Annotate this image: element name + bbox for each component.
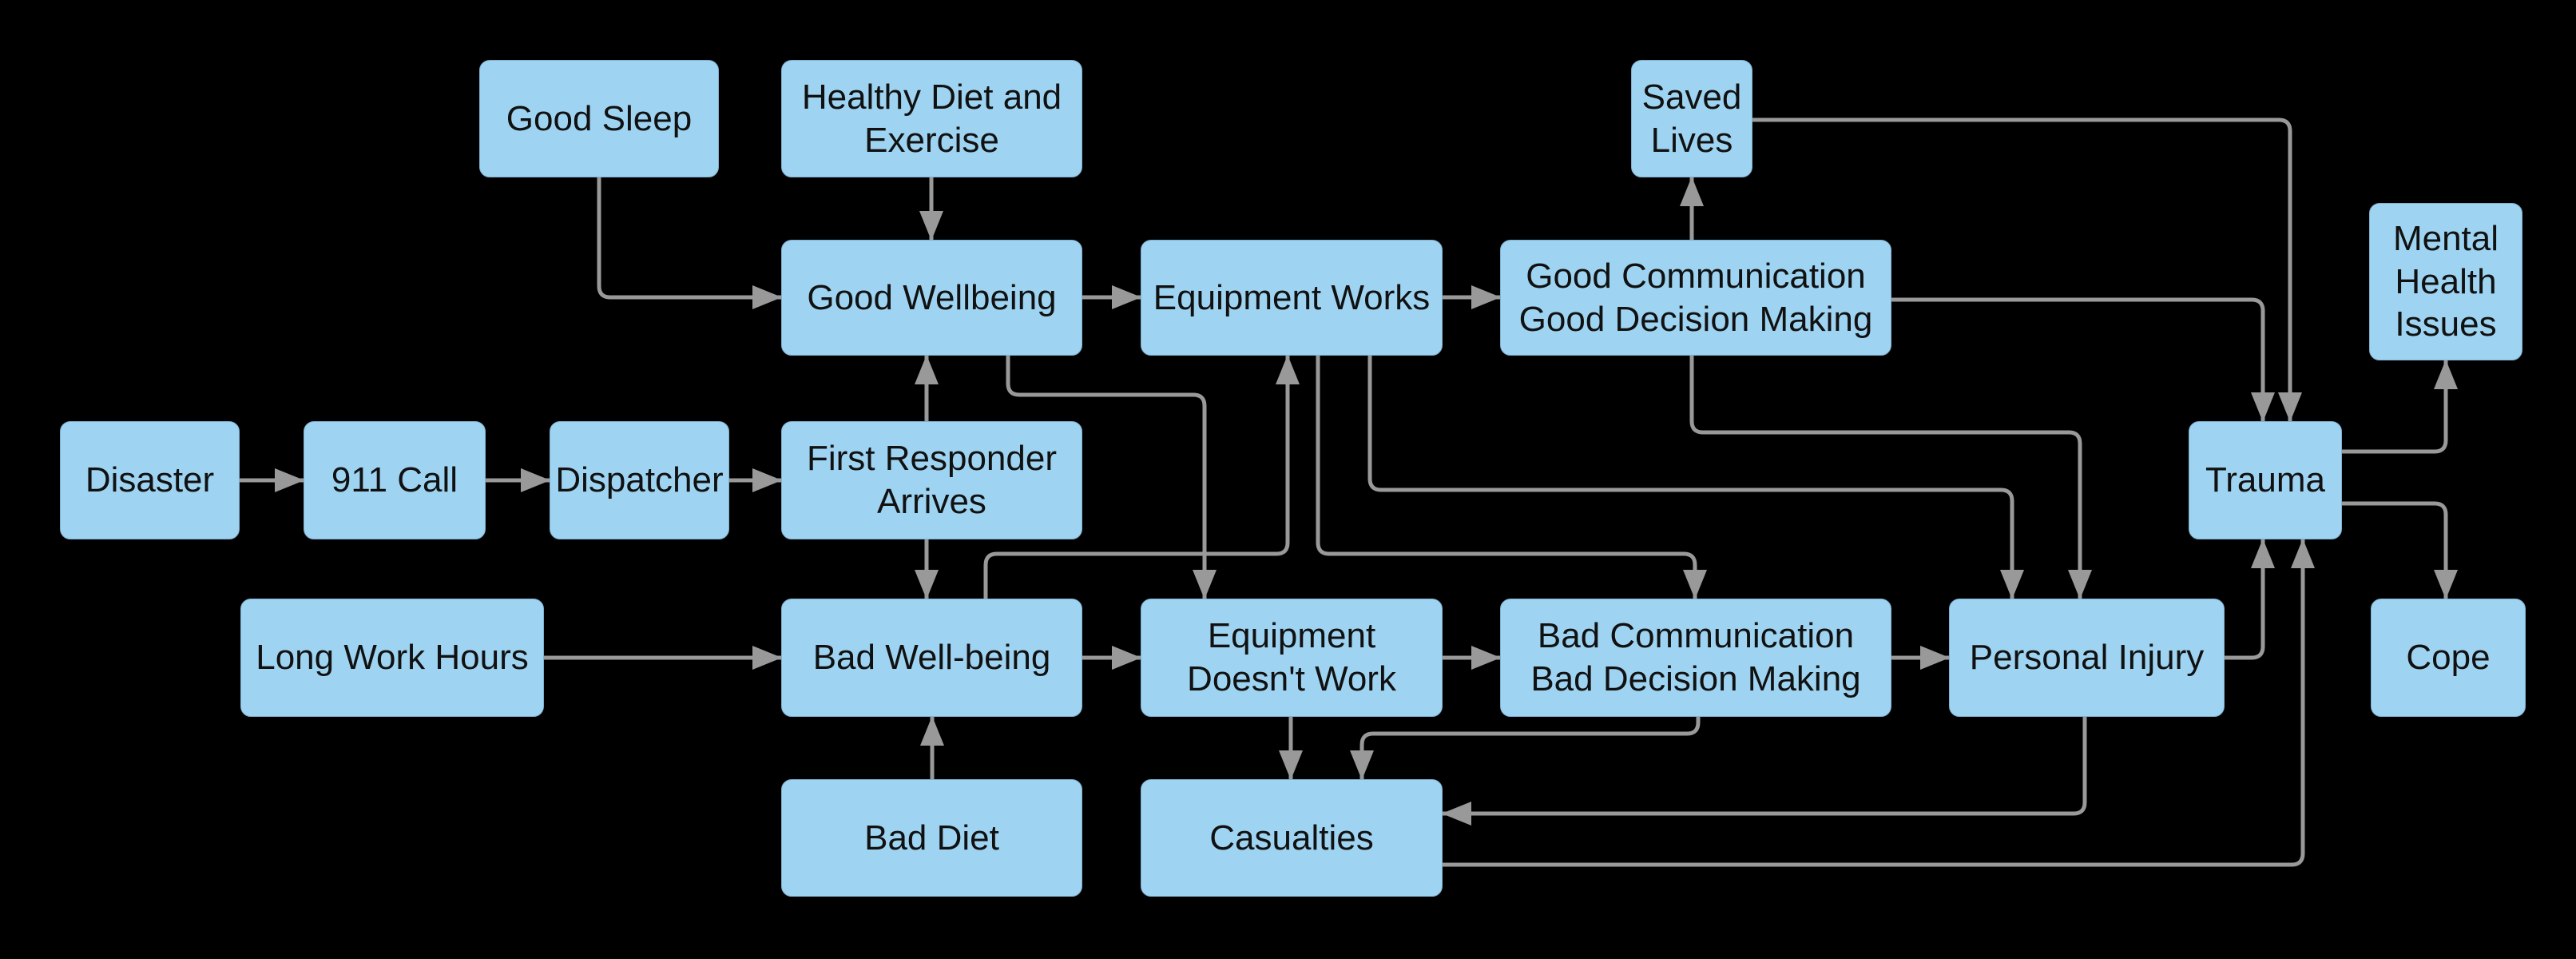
edge-equipment-works-to-personal-injury [1367,356,2024,599]
node-first-responder[interactable]: First Responder Arrives [781,421,1082,539]
edge-personal-injury-to-casualties [1442,717,2087,826]
node-good-wellbeing[interactable]: Good Wellbeing [781,240,1082,356]
edge-good-wellbeing-to-equipment-doesnt-work [1006,356,1217,599]
node-cope[interactable]: Cope [2371,599,2526,717]
node-casualties[interactable]: Casualties [1141,779,1443,897]
edge-good-communication-to-personal-injury [1689,356,2092,599]
node-bad-wellbeing[interactable]: Bad Well-being [781,599,1082,717]
node-call-911[interactable]: 911 Call [304,421,486,539]
node-dispatcher[interactable]: Dispatcher [550,421,729,539]
edge-bad-wellbeing-to-equipment-works [983,355,1300,599]
edge-bad-communication-to-casualties [1350,717,1701,780]
edge-good-sleep-to-good-wellbeing [597,177,782,309]
edge-trauma-to-cope [2342,501,2458,599]
node-trauma[interactable]: Trauma [2189,421,2342,539]
node-long-work-hours[interactable]: Long Work Hours [240,599,544,717]
node-disaster[interactable]: Disaster [60,421,240,539]
node-equipment-works[interactable]: Equipment Works [1141,240,1443,356]
node-bad-communication[interactable]: Bad Communication Bad Decision Making [1500,599,1891,717]
edge-saved-lives-to-trauma [1752,117,2302,422]
edges-group [240,117,2458,867]
node-personal-injury[interactable]: Personal Injury [1949,599,2225,717]
edge-equipment-works-to-bad-communication [1316,356,1707,599]
node-healthy-diet[interactable]: Healthy Diet and Exercise [781,60,1082,177]
node-good-communication[interactable]: Good Communication Good Decision Making [1500,240,1891,356]
edge-trauma-to-mental-health [2342,360,2458,454]
edge-good-communication-to-trauma [1891,297,2275,422]
node-mental-health[interactable]: Mental Health Issues [2369,203,2522,360]
edge-casualties-to-trauma [1443,539,2315,867]
node-good-sleep[interactable]: Good Sleep [479,60,719,177]
node-saved-lives[interactable]: Saved Lives [1631,60,1752,177]
edge-personal-injury-to-trauma [2224,539,2275,660]
node-bad-diet[interactable]: Bad Diet [781,779,1082,897]
node-equipment-doesnt-work[interactable]: Equipment Doesn't Work [1141,599,1443,717]
